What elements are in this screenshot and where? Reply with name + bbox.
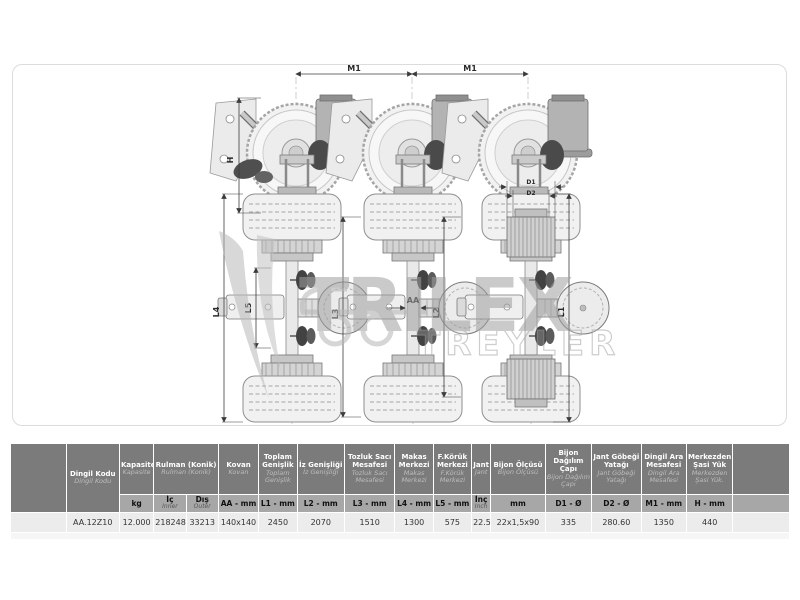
- dim-label-d1: D1: [526, 179, 535, 186]
- dim-label-m1-left: M1: [347, 65, 361, 73]
- hub-drum-detail: [506, 208, 556, 408]
- value-bijon-olcusu: 22x1,5x90: [491, 513, 545, 532]
- col-header-makas-merkezi: Makas Merkezi Makas Merkezi: [395, 444, 433, 494]
- subheader-l3-mm: L3 - mm: [344, 495, 395, 512]
- col-header-bijon-olcusu: Bijon Ölçüsü Bijon Ölçüsü: [491, 444, 545, 494]
- side-assembly-3: [442, 95, 592, 202]
- dimension-m1-right: M1: [411, 65, 529, 77]
- subheader-l5-mm: L5 - mm: [433, 495, 472, 512]
- value-merkezden: 440: [686, 513, 733, 532]
- col-header-kovan: Kovan Kovan: [218, 444, 259, 494]
- value-kovan: 140x140: [218, 513, 259, 532]
- value-toplam-genislik: 2450: [259, 513, 297, 532]
- col-header-dingil-ara: Dingil Ara Mesafesi Dingil Ara Mesafesi: [641, 444, 686, 494]
- subheader-dis-outer: Dış Outer: [186, 495, 218, 512]
- col-header-toplam-genislik: Toplam Genişlik Toplam Genişlik: [259, 444, 297, 494]
- watermark-swoosh-2: [256, 235, 281, 371]
- value-empty-left: [11, 513, 66, 532]
- value-tozluk-saci: 1510: [344, 513, 395, 532]
- subheader-l4-mm: L4 - mm: [395, 495, 433, 512]
- col-header-jant: Jant Jant: [472, 444, 491, 494]
- axle-technical-drawing: M1 M1 H L4 L5 L3 AA L2 L1: [13, 65, 620, 427]
- dim-label-l4: L4: [212, 306, 221, 317]
- dimension-aa: AA: [387, 296, 439, 311]
- subheader-ic-inner: İç Inner: [154, 495, 186, 512]
- subheader-row: kg İç Inner Dış Outer AA - mm L1 - mm L2…: [11, 495, 789, 512]
- value-iz-genisligi: 2070: [297, 513, 344, 532]
- value-fkoruk-merkezi: 575: [433, 513, 472, 532]
- watermark-brand-text: TRILEX: [299, 263, 573, 349]
- col-header-bijon-dagilim: Bijon Dağılım Çapı Bijon Dağılım Çapı: [545, 444, 592, 494]
- subheader-d2: D2 - Ø: [592, 495, 641, 512]
- watermark: TRILEX TREYLER: [219, 231, 620, 399]
- dim-label-h: H: [226, 157, 235, 164]
- value-bijon-dagilim: 335: [545, 513, 592, 532]
- watermark-sub-text: TREYLER: [417, 324, 620, 364]
- subheader-h-mm: H - mm: [686, 495, 733, 512]
- subheader-d1: D1 - Ø: [545, 495, 592, 512]
- col-header-empty: [733, 444, 789, 494]
- value-jant-gobegi: 280.60: [592, 513, 641, 532]
- value-makas-merkezi: 1300: [395, 513, 433, 532]
- dim-label-m1-right: M1: [463, 65, 477, 73]
- dim-label-l2: L2: [432, 308, 441, 319]
- subheader-empty: [733, 495, 789, 512]
- value-jant: 22.5": [472, 513, 491, 532]
- col-header-rulman: Rulman (Konik) Rulman (Konik): [154, 444, 218, 494]
- empty-strip-cell: [11, 533, 789, 539]
- dimension-l2: L2: [432, 216, 461, 398]
- subheader-m1-mm: M1 - mm: [641, 495, 686, 512]
- col-header-kapasite: Kapasite Kapasite: [119, 444, 154, 494]
- value-empty-right: [733, 513, 789, 532]
- value-dingil-kodu: AA.12Z10: [66, 513, 119, 532]
- subheader-kg: kg: [119, 495, 154, 512]
- data-row: AA.12Z10 12.000 218248 33213 140x140 245…: [11, 513, 789, 532]
- dimension-m1-left: M1: [295, 65, 413, 77]
- dimension-l4: L4: [212, 193, 243, 423]
- col-header-tozluk-saci: Tozluk Sacı Mesafesi Tozluk Sacı Mesafes…: [344, 444, 395, 494]
- value-rulman-outer: 33213: [186, 513, 218, 532]
- corner-cell: [11, 444, 66, 512]
- col-header-iz-genisligi: İz Genişliği İz Genişliği: [297, 444, 344, 494]
- dim-label-l1: L1: [557, 306, 566, 317]
- drawing-panel: M1 M1 H L4 L5 L3 AA L2 L1: [12, 64, 787, 427]
- subheader-mm: mm: [491, 495, 545, 512]
- dimension-l1: L1: [553, 193, 572, 423]
- value-kapasite: 12.000: [119, 513, 154, 532]
- value-rulman-inner: 218248: [154, 513, 186, 532]
- empty-bottom-row: [11, 533, 789, 539]
- subheader-l2-mm: L2 - mm: [297, 495, 344, 512]
- watermark-swoosh: [219, 231, 269, 399]
- value-dingil-ara: 1350: [641, 513, 686, 532]
- dim-label-aa: AA: [407, 296, 420, 305]
- col-header-merkezden: Merkezden Şasi Yük Merkezden Şasi Yük.: [686, 444, 733, 494]
- col-header-dingil-kodu: Dingil Kodu Dingil Kodu: [66, 444, 119, 512]
- col-header-jant-gobegi: Jant Göbeği Yatağı Jant Göbeği Yatağı: [592, 444, 641, 494]
- subheader-l1-mm: L1 - mm: [259, 495, 297, 512]
- truck-silhouette-icon: [299, 286, 427, 347]
- subheader-aa-mm: AA - mm: [218, 495, 259, 512]
- dim-label-d2: D2: [526, 190, 535, 197]
- subheader-inc-inch: İnç Inch: [472, 495, 491, 512]
- dimension-d1: D1: [499, 179, 563, 217]
- spec-table: Dingil Kodu Dingil Kodu Kapasite Kapasit…: [10, 443, 790, 540]
- dimension-d2: D2: [505, 190, 557, 217]
- header-row: Dingil Kodu Dingil Kodu Kapasite Kapasit…: [11, 444, 789, 512]
- col-header-fkoruk-merkezi: F.Körük Merkezi F.Körük Merkezi: [433, 444, 472, 494]
